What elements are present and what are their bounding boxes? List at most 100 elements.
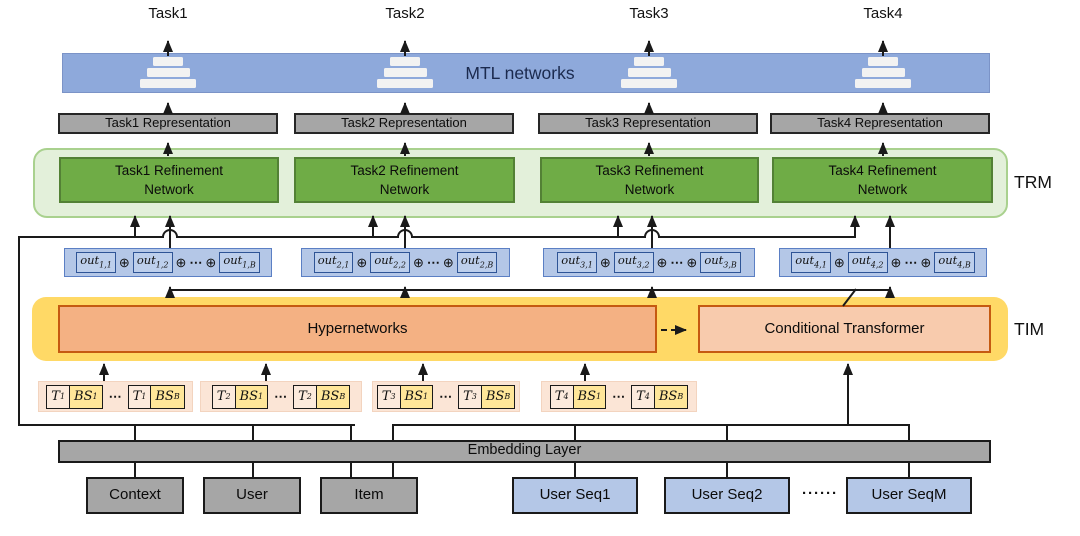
out-term-box: out4,B: [934, 251, 975, 274]
mtl-network-stack-bar: [390, 57, 420, 66]
mtl-networks-bar: [62, 53, 990, 93]
mtl-network-stack-bar: [383, 68, 427, 77]
refinement-line2: Network: [144, 182, 194, 197]
oplus-icon: ⊕: [686, 255, 698, 270]
mtl-network-stack-bar: [140, 79, 196, 88]
task-representation-box: Task2 Representation: [294, 113, 514, 134]
oplus-icon: ⊕: [920, 255, 932, 270]
input-box-user-seq2: User Seq2: [664, 477, 790, 514]
mtl-network-stack-bar: [861, 68, 905, 77]
task-output-label: Task4: [863, 5, 903, 22]
input-box-context: Context: [86, 477, 184, 514]
embedding-layer-bar: [58, 440, 991, 463]
mtl-network-stack-bar: [146, 68, 190, 77]
mtl-network-stack-bar: [153, 57, 183, 66]
trm-input-bus: [19, 215, 860, 238]
embedding-layer-label: Embedding Layer: [467, 442, 582, 458]
oplus-icon: ⊕: [205, 255, 217, 270]
cdots-icon: ⋯: [612, 388, 626, 404]
cdots-icon: ⋯: [108, 388, 122, 404]
out-term-box: out4,1: [791, 251, 831, 274]
out-concat-strip: out2,1⊕out2,2⊕⋯⊕out2,B: [301, 248, 510, 277]
mtl-network-stack-bar: [855, 79, 911, 88]
refinement-line1: Task3 Refinement: [595, 163, 704, 178]
task-output-label: Task1: [148, 5, 188, 22]
out-term-box: out1,2: [132, 251, 173, 274]
oplus-icon: ⊕: [175, 255, 187, 270]
out-concat-strip: out1,1⊕out1,2⊕⋯⊕out1,B: [64, 248, 272, 277]
oplus-icon: ⊕: [442, 255, 454, 270]
cdots-icon: ⋯: [670, 254, 684, 270]
refinement-line1: Task4 Refinement: [828, 163, 937, 178]
input-box-user-seqm: User SeqM: [846, 477, 972, 514]
conditional-transformer-box: Conditional Transformer: [698, 305, 991, 353]
out-concat-strip: out3,1⊕out3,2⊕⋯⊕out3,B: [543, 248, 755, 277]
task-output-label: Task3: [629, 5, 669, 22]
refinement-line2: Network: [857, 182, 908, 197]
hypernetworks-box: Hypernetworks: [58, 305, 657, 353]
cdots-icon: ⋯: [189, 254, 203, 270]
oplus-icon: ⊕: [356, 255, 368, 270]
input-box-user: User: [203, 477, 301, 514]
out-term-box: out3,B: [700, 251, 741, 274]
out-term-box: out2,2: [370, 251, 410, 274]
refinement-line1: Task1 Refinement: [114, 163, 224, 178]
task-representation-box: Task4 Representation: [770, 113, 990, 134]
cdots-icon: ⋯: [439, 388, 453, 404]
out-term-box: out2,B: [456, 251, 498, 274]
refinement-line2: Network: [379, 182, 430, 197]
cdots-icon: ⋯: [426, 254, 440, 270]
out-term-box: out2,1: [313, 251, 354, 274]
oplus-icon: ⊕: [599, 255, 611, 270]
out-term-box: out1,1: [76, 251, 116, 274]
out-term-box: out4,2: [847, 251, 888, 274]
mtl-networks-label: MTL networks: [465, 63, 575, 83]
oplus-icon: ⊕: [890, 255, 902, 270]
cdots-icon: ⋯: [274, 388, 288, 404]
task-output-label: Task2: [385, 5, 425, 22]
task-representation-box: Task3 Representation: [538, 113, 758, 134]
mtl-network-stack-bar: [634, 57, 664, 66]
refinement-line1: Task2 Refinement: [350, 163, 459, 178]
out-term-box: out1,B: [219, 251, 260, 274]
out-term-box: out3,2: [613, 251, 654, 274]
cdots-icon: ⋯: [904, 254, 918, 270]
oplus-icon: ⊕: [118, 255, 130, 270]
user-seq-ellipsis: ······: [802, 485, 838, 502]
mtl-network-stack-bar: [377, 79, 433, 88]
mtl-network-stack-bar: [621, 79, 677, 88]
input-box-item: Item: [320, 477, 418, 514]
refinement-line2: Network: [624, 182, 675, 197]
mtl-network-stack-bar: [627, 68, 671, 77]
